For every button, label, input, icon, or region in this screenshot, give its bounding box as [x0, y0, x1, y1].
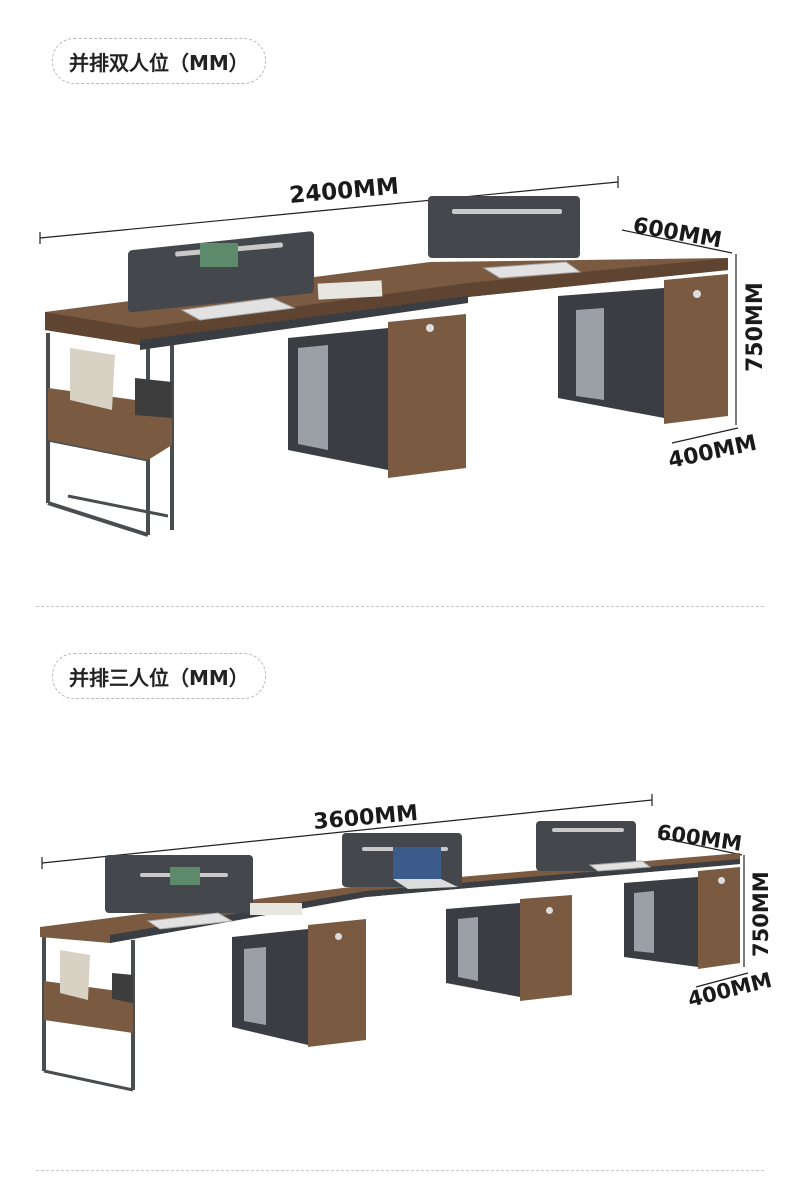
pedestal-cabinet-1 [288, 314, 466, 478]
laptop-1 [146, 912, 234, 930]
two-person-desk-illustration: 2400MM 600MM 750MM 400MM [39, 174, 768, 537]
desk [40, 821, 740, 1092]
pen-holder [170, 867, 200, 885]
pen-holder [200, 243, 238, 267]
pedestal-label: 400MM [666, 431, 759, 474]
length-label: 2400MM [288, 174, 400, 209]
depth-label: 600MM [655, 820, 743, 856]
three-person-section: 并排三人位（MM） 3600MM 600MM 750MM 400MM [0, 615, 790, 1188]
pedestal-cabinet-2 [446, 895, 572, 1001]
privacy-panel-1 [128, 231, 314, 313]
section-title-pill: 并排三人位（MM） [52, 653, 266, 699]
length-label: 3600MM [312, 801, 419, 835]
three-person-desk-illustration: 3600MM 600MM 750MM 400MM [40, 794, 774, 1092]
height-label: 750MM [749, 871, 773, 957]
section-title-pill: 并排双人位（MM） [52, 38, 266, 84]
laptop-1 [180, 297, 296, 321]
section-divider [36, 1170, 764, 1171]
side-frame-shelf [42, 933, 135, 1092]
pedestal-dimension-line [671, 427, 739, 444]
pedestal-label: 400MM [685, 968, 774, 1012]
books [250, 903, 302, 915]
books [317, 280, 383, 300]
pedestal-dimension-line [695, 972, 749, 988]
depth-label: 600MM [631, 213, 724, 253]
desk [45, 196, 728, 537]
laptop-screen [393, 847, 441, 879]
depth-dimension-line [621, 229, 733, 254]
privacy-panel-2 [428, 196, 580, 258]
pedestal-cabinet-3 [624, 867, 740, 969]
laptop-2 [482, 261, 582, 279]
pedestal-cabinet-2 [558, 274, 728, 424]
length-dimension-line [39, 176, 619, 244]
two-person-section: 并排双人位（MM） 2400MM 600MM 750MM 400MM [39, 38, 768, 537]
length-dimension-line [41, 794, 653, 869]
section-divider [36, 606, 764, 607]
side-frame-shelf [46, 333, 174, 537]
laptop-2 [393, 879, 458, 889]
laptop-3 [588, 860, 652, 872]
privacy-panel-3 [536, 821, 636, 871]
height-label: 750MM [743, 282, 768, 372]
pedestal-cabinet-1 [232, 919, 366, 1047]
depth-dimension-line [657, 836, 743, 856]
